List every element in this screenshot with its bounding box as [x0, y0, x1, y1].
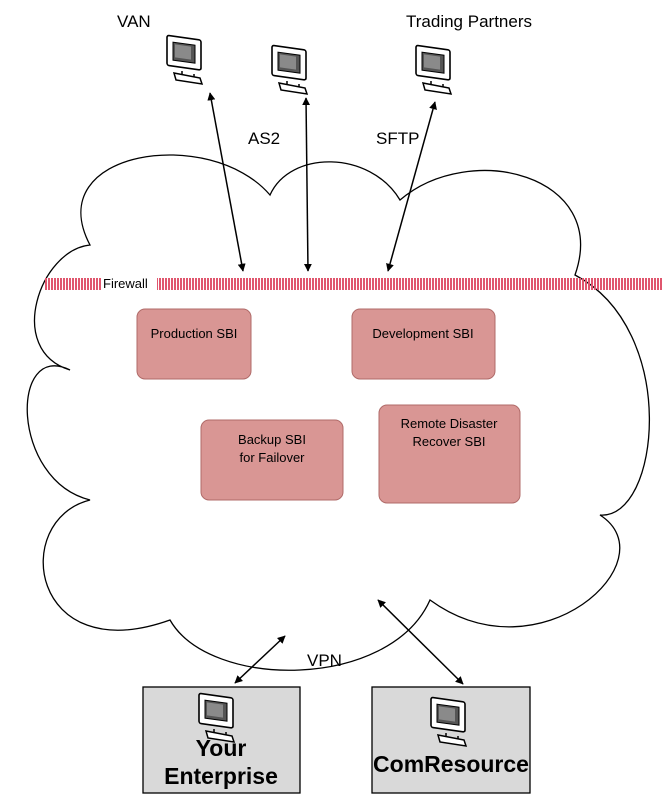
remote-disaster-label-line2: Recover SBI: [413, 434, 486, 449]
as2-computer-icon: [271, 44, 308, 95]
firewall-bar: [45, 278, 662, 290]
as2-arrow: [302, 97, 312, 272]
vpn-label: VPN: [307, 651, 342, 670]
van-arrow: [207, 92, 246, 272]
as2-label: AS2: [248, 129, 280, 148]
sftp-arrow: [386, 101, 437, 272]
development-sbi-label: Development SBI: [372, 326, 473, 341]
your-enterprise-label-line2: Enterprise: [164, 763, 278, 789]
backup-sbi-label-line1: Backup SBI: [238, 432, 306, 447]
remote-disaster-sbi-box: [378, 404, 521, 504]
firewall-label-bg: [101, 275, 157, 291]
development-sbi-box: [351, 308, 496, 380]
sftp-label: SFTP: [376, 129, 419, 148]
firewall-label: Firewall: [103, 276, 148, 291]
production-sbi-box: [136, 308, 252, 380]
production-sbi-label: Production SBI: [151, 326, 238, 341]
comresource-vpn-arrow: [377, 599, 464, 685]
remote-disaster-label-line1: Remote Disaster: [401, 416, 498, 431]
your-enterprise-label-line1: Your: [196, 735, 247, 761]
trading-partners-label: Trading Partners: [406, 12, 532, 31]
van-computer-icon: [166, 34, 203, 85]
comresource-label: ComResource: [373, 751, 529, 777]
backup-sbi-box: [200, 419, 344, 501]
enterprise-vpn-arrow: [234, 635, 286, 684]
backup-sbi-label-line2: for Failover: [239, 450, 305, 465]
cloud-shape: [26, 154, 651, 671]
van-label: VAN: [117, 12, 151, 31]
trading-partner-computer-icon: [415, 44, 452, 95]
